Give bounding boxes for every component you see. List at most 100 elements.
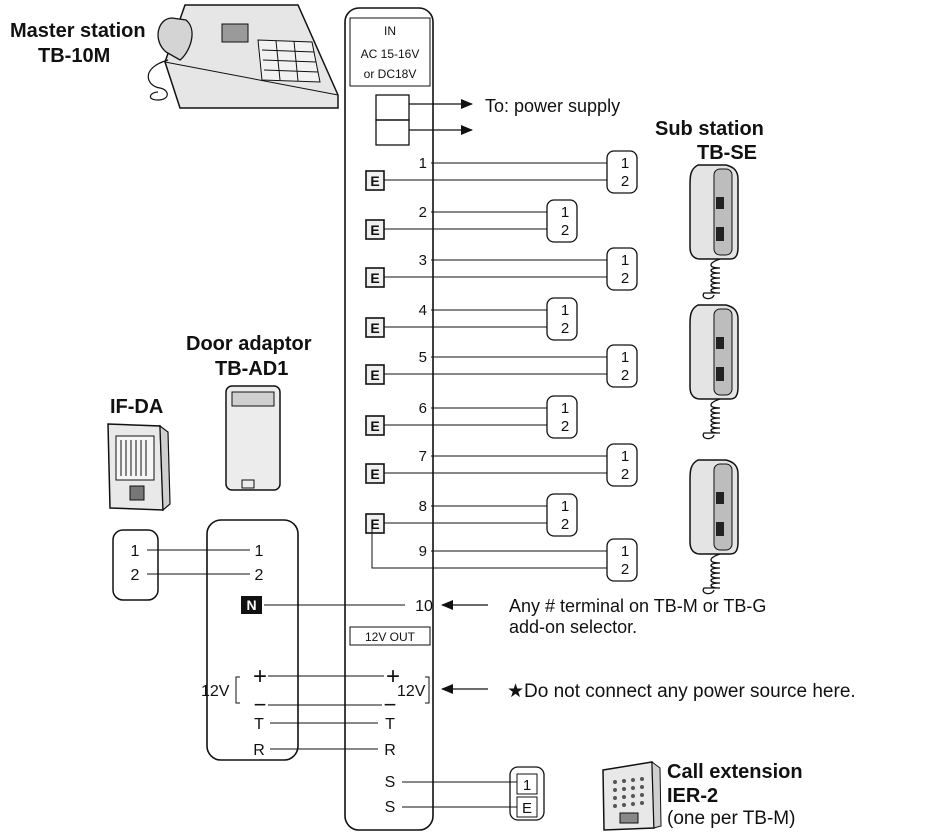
ground-terminal-label-5: E <box>370 367 379 383</box>
sub-terminal-block-4 <box>546 297 578 341</box>
sub-terminal-block-5 <box>606 344 638 388</box>
sub-terminal-block-6 <box>546 395 578 439</box>
door-minus-sign: − <box>254 692 267 717</box>
call-extension-note: (one per TB-M) <box>667 808 795 829</box>
sub-terminal-1-of-4: 1 <box>561 302 569 319</box>
terminal-10-number: 10 <box>415 598 433 615</box>
sub-terminal-1-of-7: 1 <box>621 448 629 465</box>
main-terminal-box <box>344 7 434 831</box>
sub-station-label: Sub station <box>655 118 764 140</box>
call-extension-terminal-1: 1 <box>523 777 531 794</box>
sub-terminal-block-8 <box>546 493 578 537</box>
sub-terminal-2-of-6: 2 <box>561 418 569 435</box>
power-warning-note: ★Do not connect any power source here. <box>507 681 856 702</box>
sub-terminal-1-of-2: 1 <box>561 204 569 221</box>
ground-terminal-label-1: E <box>370 173 379 189</box>
door-plus-sign: + <box>253 663 267 690</box>
sub-terminal-1-of-6: 1 <box>561 400 569 417</box>
terminal-number-4: 4 <box>419 302 427 319</box>
sub-terminal-1-of-8: 1 <box>561 498 569 515</box>
main-terminal-s1: S <box>385 774 396 791</box>
sub-station-model: TB-SE <box>697 142 757 164</box>
main-plus-sign: + <box>386 663 400 690</box>
door-adaptor-terminal-2: 2 <box>255 567 264 584</box>
door-adaptor-label: Door adaptor <box>186 333 312 355</box>
terminal-row-7: 7E 12 <box>365 443 638 487</box>
power-input-voltage: AC 15-16V <box>361 47 420 61</box>
door-terminal-r: R <box>253 742 265 759</box>
ifda-terminal-2: 2 <box>131 567 140 584</box>
terminal-10-note-line2: add-on selector. <box>509 617 637 637</box>
ground-terminal-label-8: E <box>370 516 379 532</box>
door-adaptor-model: TB-AD1 <box>215 358 288 380</box>
sub-terminal-1-of-3: 1 <box>621 252 629 269</box>
call-extension-terminal-block: 1 E <box>509 766 545 821</box>
terminal-number-5: 5 <box>419 349 427 366</box>
ifda-label: IF-DA <box>110 396 163 418</box>
output-12v-frame <box>349 626 431 646</box>
main-minus-sign: − <box>384 692 397 717</box>
sub-terminal-1-of-5: 1 <box>621 349 629 366</box>
ground-terminal-label-7: E <box>370 466 379 482</box>
terminal-number-3: 3 <box>419 252 427 269</box>
main-terminal-r: R <box>384 742 396 759</box>
main-terminal-s2: S <box>385 799 396 816</box>
power-rails: + + − − 12V 12V <box>201 663 430 717</box>
master-station-model: TB-10M <box>38 45 110 67</box>
sub-terminal-1-of-9: 1 <box>621 543 629 560</box>
call-extension-terminal-e: E <box>522 800 532 817</box>
sub-terminal-2-of-2: 2 <box>561 222 569 239</box>
terminal-number-2: 2 <box>419 204 427 221</box>
ground-terminal-label-2: E <box>370 222 379 238</box>
door-adaptor-n-terminal <box>241 596 262 614</box>
terminal-10-note-line1: Any # terminal on TB-M or TB-G <box>509 596 766 616</box>
power-terminal-bottom <box>375 119 410 146</box>
sub-terminal-2-of-3: 2 <box>621 270 629 287</box>
door-adaptor-n-label: N <box>246 597 256 613</box>
terminal-number-6: 6 <box>419 400 427 417</box>
door-12v-label: 12V <box>201 683 230 700</box>
sub-terminal-block-9 <box>606 538 638 582</box>
sub-terminal-2-of-1: 2 <box>621 173 629 190</box>
sub-station-handset-2 <box>689 304 739 440</box>
power-input-frame <box>349 17 431 87</box>
sub-terminal-block-1 <box>606 150 638 194</box>
main-12v-label: 12V <box>397 683 426 700</box>
power-terminal-top <box>375 94 410 121</box>
door-adaptor-box <box>206 519 299 761</box>
door-terminal-t: T <box>254 716 264 733</box>
call-extension-label: Call extension <box>667 761 803 783</box>
ifda-illustration <box>107 423 171 512</box>
sub-station-handset-3 <box>689 459 739 595</box>
terminal-number-8: 8 <box>419 498 427 515</box>
ifda-terminal-1: 1 <box>131 543 140 560</box>
power-input-alt: or DC18V <box>364 67 417 81</box>
sub-terminal-1-of-1: 1 <box>621 155 629 172</box>
door-adaptor-illustration <box>225 385 281 491</box>
main-terminal-t: T <box>385 716 395 733</box>
sub-terminal-2-of-9: 2 <box>621 561 629 578</box>
sub-station-handsets <box>689 164 739 595</box>
power-supply-note: To: power supply <box>485 96 620 116</box>
master-station-illustration <box>147 4 339 109</box>
sub-terminal-block-7 <box>606 443 638 487</box>
door-adaptor-terminal-1: 1 <box>255 543 264 560</box>
output-12v-label: 12V OUT <box>365 630 416 644</box>
ground-terminal-label-4: E <box>370 320 379 336</box>
terminal-number-1: 1 <box>419 155 427 172</box>
power-input-title: IN <box>384 24 396 38</box>
sub-terminal-2-of-7: 2 <box>621 466 629 483</box>
sub-station-handset-1 <box>689 164 739 300</box>
terminal-number-7: 7 <box>419 448 427 465</box>
ifda-terminal-block: 1 2 <box>112 529 159 601</box>
sub-terminal-block-3 <box>606 247 638 291</box>
call-extension-illustration <box>602 760 662 831</box>
